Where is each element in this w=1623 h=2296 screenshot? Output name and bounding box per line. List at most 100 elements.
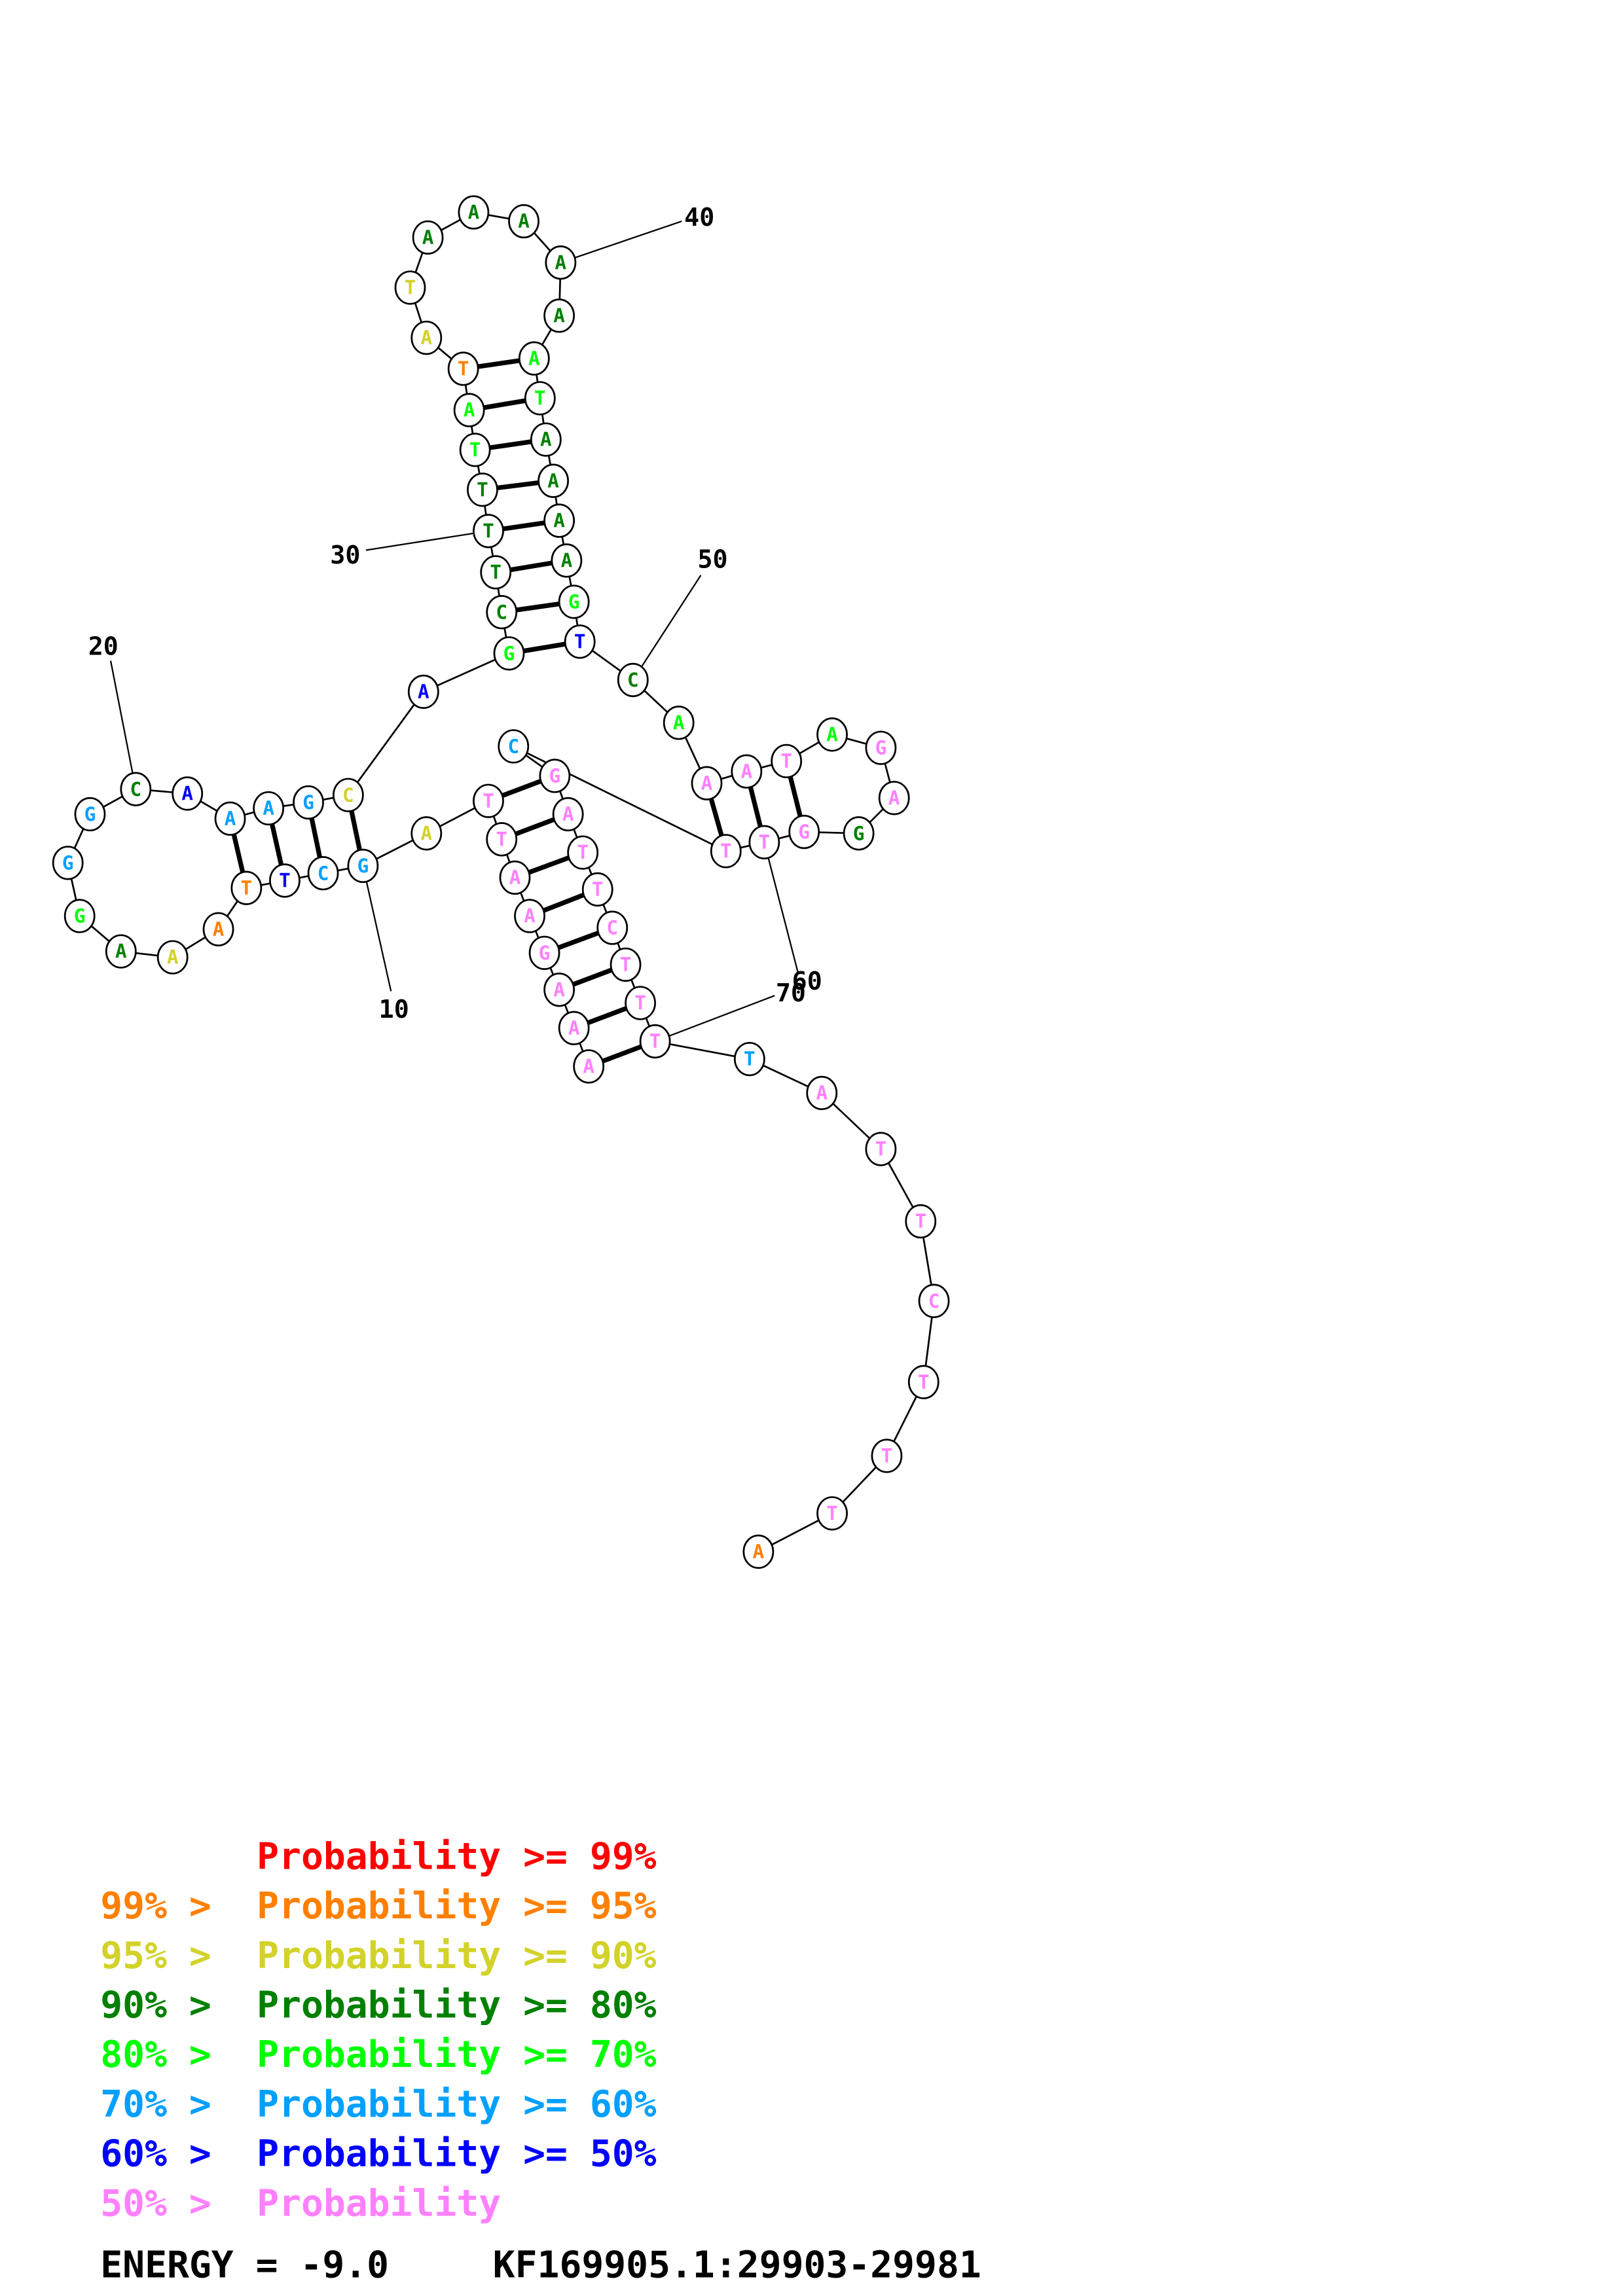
nucleotide: T [748,825,780,859]
nucleotide-circle [539,759,571,793]
nucleotide-letter: A [524,905,536,927]
nucleotide-letter: T [720,840,732,862]
nucleotide: A [412,220,444,255]
nucleotide: A [458,195,490,230]
legend-label: Probability >= 99% [257,1835,657,1878]
nucleotide-letter: A [673,711,685,734]
backbone-link [347,691,424,796]
nucleotide-letter: A [562,803,574,825]
nucleotide-circle [816,1496,848,1531]
nucleotide-circle [253,791,285,826]
nucleotide: C [120,772,152,806]
nucleotide: A [543,298,575,333]
nucleotide-letter: A [225,808,236,830]
nucleotide-circle [663,706,695,740]
nucleotide-letter: A [420,327,432,349]
nucleotide: T [871,1439,903,1473]
energy-label: ENERGY = -9.0 [100,2244,389,2287]
nucleotide-circle [473,514,504,548]
nucleotide-letter: A [263,797,274,819]
nucleotide-letter: G [798,821,810,843]
nucleotide-circle [581,872,613,907]
nucleotide-circle [788,814,820,850]
nucleotide: T [230,870,263,905]
nucleotide: G [865,730,897,765]
nucleotide-letter: T [534,387,546,410]
nucleotide: A [253,791,285,826]
nucleotide-circle [230,870,263,905]
nucleotide-letter: T [574,630,586,653]
nucleotide: T [710,834,742,869]
nucleotide-letter: A [568,1017,580,1039]
nucleotide: A [816,717,848,752]
nucleotide: G [539,759,571,793]
position-label: 10 [379,995,409,1024]
nucleotide-circle [459,433,491,467]
nucleotide-letter: C [606,917,618,939]
nucleotide-circle [538,463,570,498]
nucleotide: A [514,899,545,933]
position-label-leader [109,660,137,789]
nucleotide-circle [596,910,629,945]
nucleotide-letter: T [875,1138,887,1160]
nucleotide-circle [733,1041,765,1077]
nucleotide: A [742,1534,775,1569]
nucleotide: T [459,433,491,467]
nucleotide-circle [865,730,897,765]
nucleotide-letter: C [627,669,639,691]
nucleotide-letter: A [741,761,753,783]
nucleotide-letter: T [634,992,646,1014]
nucleotide: A [545,245,577,280]
nucleotide: T [771,744,803,779]
nucleotide-letter: G [357,855,369,877]
nucleotide-circle [52,846,84,880]
nucleotide: C [307,856,339,891]
nucleotide-letter: G [302,791,314,814]
nucleotide-letter: T [780,750,792,772]
nucleotide-letter: T [405,277,416,299]
nucleotide: A [538,463,570,498]
nucleotide-letter: A [418,681,429,703]
nucleotide-letter: T [483,790,494,812]
position-label: 60 [792,967,822,996]
nucleotide-letter: T [577,842,589,864]
nucleotide-circle [486,595,518,630]
nucleotide-letter: A [167,946,179,969]
nucleotide: G [347,848,379,884]
legend-label: Probability >= 90% [257,1935,657,1977]
backbone-link [655,1040,750,1060]
nucleotide: T [625,986,656,1020]
nucleotide-circle [407,674,439,709]
nucleotide-letter: T [881,1444,893,1467]
nucleotide-circle [410,816,443,851]
nucleotide: A [543,503,575,538]
nucleotide: T [473,514,504,548]
nucleotide: T [269,863,301,898]
nucleotide: T [610,947,642,982]
nucleotide-letter: A [518,210,530,232]
nucleotide-letter: G [539,942,551,964]
nucleotide-circle [543,973,575,1007]
nucleotide: A [878,781,910,816]
nucleotide-circle [573,1049,605,1084]
nucleotide-circle [545,245,577,280]
nucleotide: G [52,846,84,880]
nucleotide-circle [731,754,763,789]
nucleotide: T [447,351,479,386]
nucleotide: A [172,776,204,811]
nucleotide-circle [905,1204,937,1239]
nucleotide-letter: A [181,783,193,805]
nucleotide-circle [480,555,512,590]
legend-prefix: 80% > [100,2034,211,2076]
nucleotide-circle [64,899,96,933]
nucleotide-circle [543,298,575,333]
nucleotide-letter: A [464,399,475,422]
nucleotide: T [486,822,518,857]
nucleotide-letter: G [503,642,515,664]
nucleotide-letter: A [553,304,565,327]
nucleotide-letter: G [74,905,86,927]
nucleotide: G [74,797,106,832]
nucleotide-circle [498,729,530,764]
nucleotide-circle [865,1132,897,1166]
nucleotide-letter: A [547,470,559,492]
